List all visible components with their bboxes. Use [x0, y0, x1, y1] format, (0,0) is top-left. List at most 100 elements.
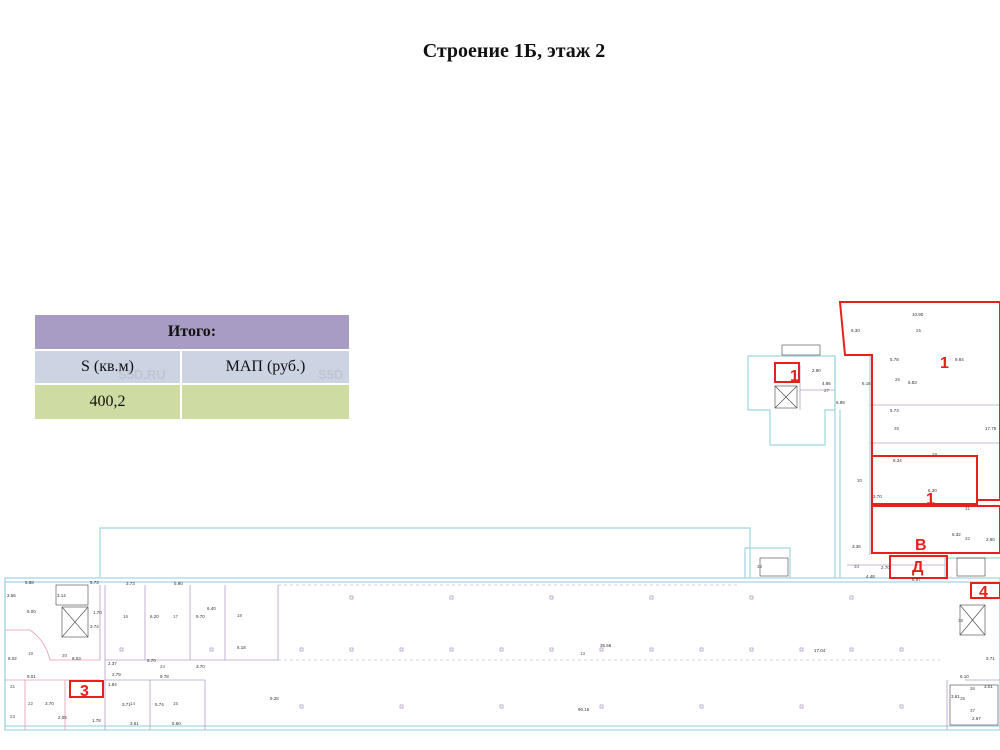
dim-label: 3.70 — [196, 664, 205, 669]
dim-label: 10.90 — [912, 312, 924, 317]
room-number: 31 — [965, 506, 971, 511]
dim-label: 8.02 — [8, 656, 17, 661]
room-labels: 25 26 27 28 29 30 31 32 33 34 13 16 17 1… — [10, 328, 976, 719]
dim-label: 3.70 — [45, 701, 54, 706]
dim-label: 3.74 — [90, 624, 99, 629]
dim-label: 3.71 — [122, 702, 131, 707]
room-number: 24 — [160, 664, 166, 669]
dim-label: 6.83 — [908, 380, 917, 385]
dim-label: 35.56 — [600, 643, 612, 648]
dim-label: 6.30 — [928, 488, 937, 493]
column-markers — [119, 595, 904, 709]
dim-label: 6.00 — [27, 609, 36, 614]
dim-label: 3.61 — [130, 721, 139, 726]
dim-label: 17.04 — [814, 648, 826, 653]
dim-label: 6.20 — [150, 614, 159, 619]
room-number: 21 — [10, 684, 16, 689]
unit-marker: 1 — [790, 368, 799, 385]
dim-label: 3.73 — [126, 581, 135, 586]
summary-table: Итого: S (кв.м) МАП (руб.) 400,2 — [35, 315, 349, 421]
corridor-lines — [278, 584, 940, 661]
dim-label: 5.74 — [155, 702, 164, 707]
room-number: 33 — [757, 564, 763, 569]
unit-marker: 3 — [80, 683, 89, 700]
dim-label: 5.73 — [890, 408, 899, 413]
room-number: 19 — [28, 651, 34, 656]
dim-label: 6.40 — [207, 606, 216, 611]
dim-label: 2.67 — [972, 716, 981, 721]
dim-label: 8.03 — [72, 656, 81, 661]
page-title: Строение 1Б, этаж 2 — [422, 40, 606, 62]
unit-marker: 1 — [926, 491, 935, 508]
rental-outlines — [69, 301, 1000, 698]
dim-label: 6.30 — [851, 328, 860, 333]
dim-label: 8.97 — [912, 577, 921, 582]
watermark: S5D — [318, 367, 344, 382]
dim-label: 5.70 — [147, 658, 156, 663]
room-number: 14 — [130, 701, 136, 706]
dim-label: 1.78 — [92, 718, 101, 723]
room-number: 32 — [965, 536, 971, 541]
dim-label: 4.86 — [822, 381, 831, 386]
dim-label: 17.75 — [985, 426, 997, 431]
summary-header: Итого: — [35, 315, 349, 351]
dim-label: 9.78 — [160, 674, 169, 679]
room-number: 22 — [28, 701, 34, 706]
dim-label: 3.01 — [984, 684, 993, 689]
dim-label: 2.79 — [112, 672, 121, 677]
dim-label: 3.61 — [951, 694, 960, 699]
dim-label: 6.88 — [836, 400, 845, 405]
staircases — [55, 344, 999, 726]
room-number: 30 — [857, 478, 863, 483]
room-number: 20 — [62, 653, 68, 658]
room-number: 26 — [895, 377, 901, 382]
summary-values-row: 400,2 — [35, 385, 349, 421]
room-number: 35 — [960, 696, 966, 701]
rent-value — [182, 385, 349, 421]
summary-header-row: Итого: — [35, 315, 349, 351]
room-number: 25 — [916, 328, 922, 333]
area-column-header: S (кв.м) — [35, 351, 182, 385]
dim-label: 4.48 — [866, 574, 875, 579]
dim-label: 5.78 — [890, 357, 899, 362]
room-number: 37 — [970, 708, 976, 713]
dim-label: 3.56 — [7, 593, 16, 598]
dim-label: 3.14 — [57, 593, 66, 598]
room-number: 34 — [854, 564, 860, 569]
dim-label: 6.32 — [952, 532, 961, 537]
room-number: 18 — [237, 613, 243, 618]
unit-marker: 4 — [979, 584, 988, 601]
dim-label: 6.18 — [237, 645, 246, 650]
dim-label: 6.16 — [862, 381, 871, 386]
dim-label: 6.34 — [893, 458, 902, 463]
dim-label: 5.73 — [90, 580, 99, 585]
dim-label: 9.70 — [196, 614, 205, 619]
room-number: 27 — [824, 388, 830, 393]
dim-label: 2.70 — [881, 565, 890, 570]
rent-column-header: МАП (руб.) — [182, 351, 349, 385]
room-number: 36 — [970, 686, 976, 691]
room-number: 29 — [932, 452, 938, 457]
dim-label: 1.84 — [108, 682, 117, 687]
dim-label: 2.90 — [812, 368, 821, 373]
dim-label: 9.01 — [27, 674, 36, 679]
room-partitions — [99, 355, 1000, 730]
dim-label: 90.16 — [578, 707, 590, 712]
summary-columns-row: S (кв.м) МАП (руб.) — [35, 351, 349, 385]
room-number: 38 — [958, 618, 964, 623]
room-number: 28 — [894, 426, 900, 431]
dim-label: 3.70 — [873, 494, 882, 499]
dim-label: 2.05 — [58, 715, 67, 720]
room-number: 23 — [10, 714, 16, 719]
dim-label: 2.37 — [108, 661, 117, 666]
dim-label: 5.90 — [174, 581, 183, 586]
dim-label: 9.84 — [955, 357, 964, 362]
room-number: 17 — [173, 614, 179, 619]
dimension-labels: 10.90 6.30 5.78 9.84 4.86 2.90 6.16 6.88… — [7, 312, 997, 726]
dim-label: 2.80 — [986, 537, 995, 542]
unit-marker: В — [915, 537, 927, 554]
room-number: 13 — [580, 651, 586, 656]
unit-marker: Д — [912, 559, 924, 576]
dim-label: 1.70 — [93, 610, 102, 615]
